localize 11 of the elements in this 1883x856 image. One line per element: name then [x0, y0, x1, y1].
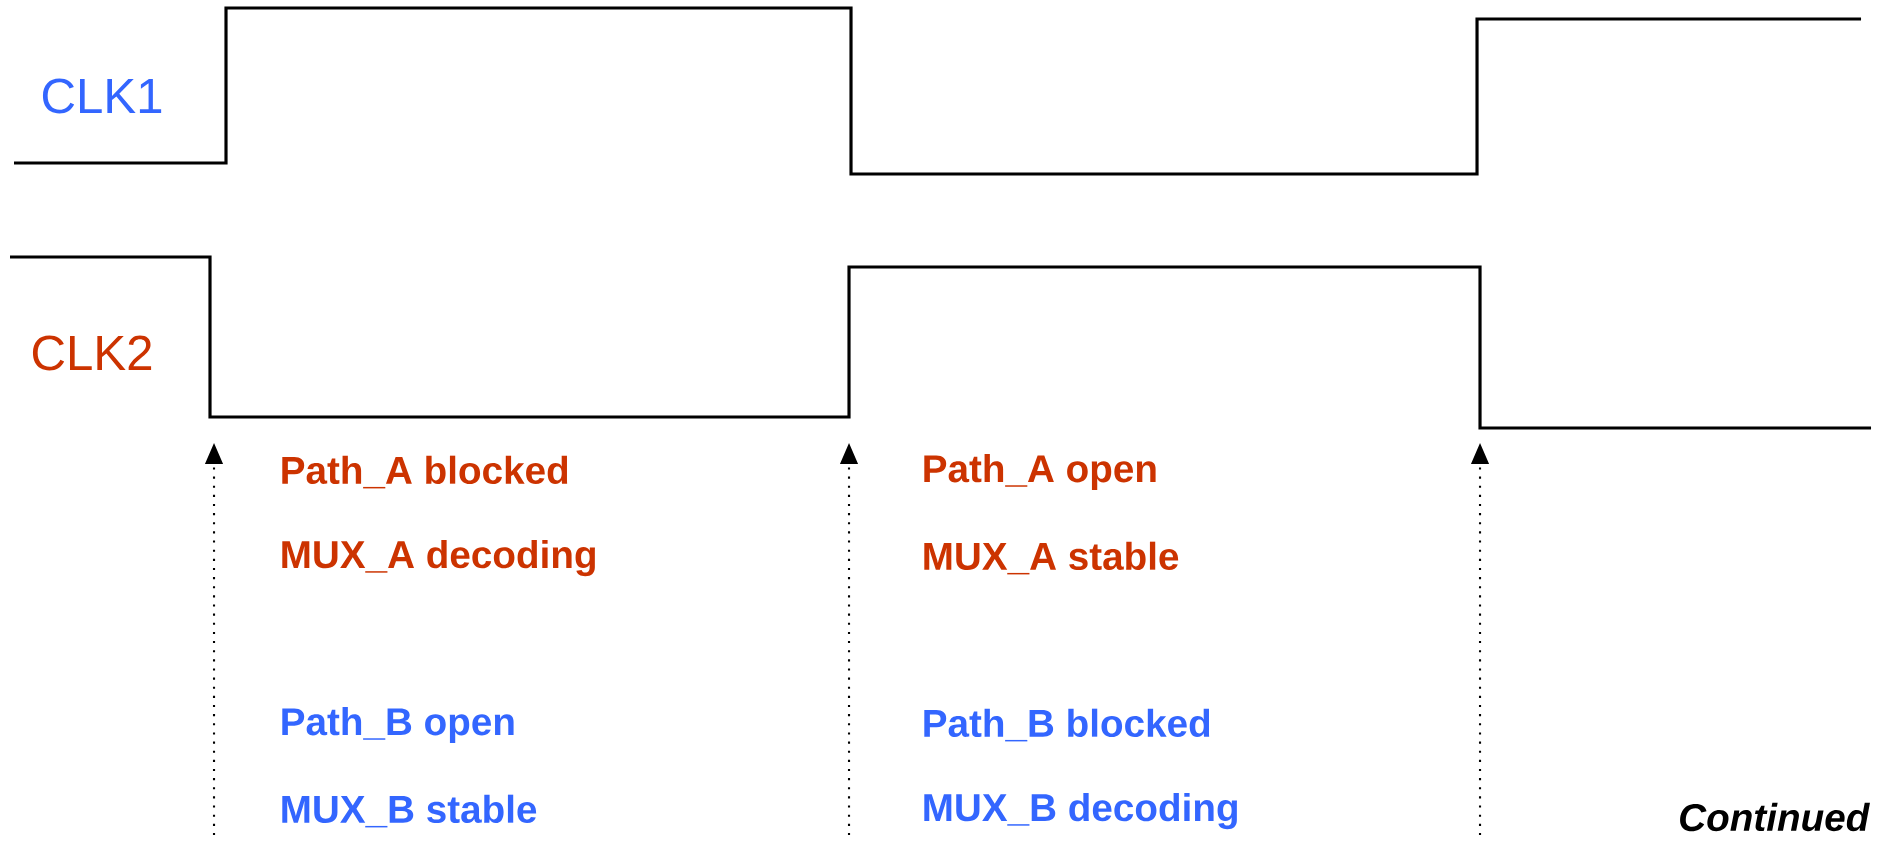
state-text: Path_B open	[282, 707, 514, 743]
state-text: Path_A blocked	[282, 455, 568, 489]
note-text: Continued	[1680, 802, 1870, 832]
state-text: MUX_B stable	[282, 794, 537, 828]
state-text: Path_A open	[924, 454, 1156, 490]
state-text: Path_B blocked	[924, 708, 1210, 742]
signal-name: CLK1	[42, 78, 162, 114]
state-text: MUX_B decoding	[924, 792, 1237, 830]
state-text: MUX_A stable	[924, 541, 1179, 575]
state-text: MUX_A decoding	[282, 539, 595, 577]
signal-name: CLK2	[32, 335, 152, 371]
